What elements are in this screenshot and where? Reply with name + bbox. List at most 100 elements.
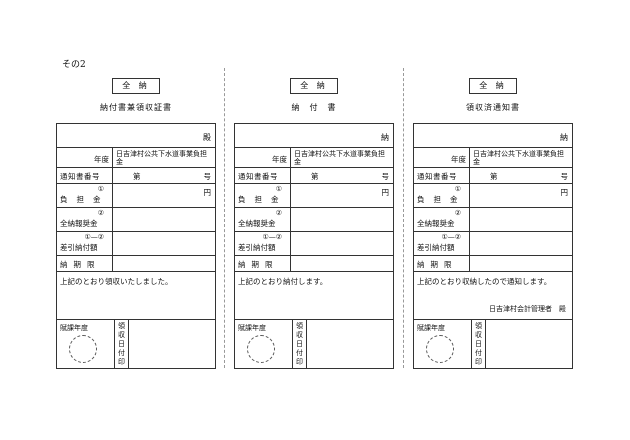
- year-row: 年度 日吉津村公共下水道事業負担金: [414, 148, 572, 168]
- year-row: 年度 日吉津村公共下水道事業負担金: [57, 148, 215, 168]
- receipt-stamp-area[interactable]: [307, 320, 393, 368]
- addressee-text: 殿: [203, 133, 211, 142]
- due-label: 納期限: [57, 256, 113, 271]
- due-field[interactable]: [113, 256, 215, 271]
- fiscal-year-cell: 賦課年度: [57, 320, 115, 368]
- message-text: 上記のとおり収納したので通知します。: [417, 277, 552, 286]
- message-row: 上記のとおり収納したので通知します。 日吉津村会計管理者 殿: [414, 272, 572, 320]
- incentive-mark: ②: [454, 209, 461, 217]
- fiscal-year-label: 賦課年度: [417, 324, 445, 332]
- fiscal-year-cell: 賦課年度: [235, 320, 293, 368]
- full-payment-badge: 全 納: [112, 78, 160, 94]
- cut-line-1: [224, 68, 225, 368]
- addressee-row[interactable]: 納: [414, 124, 572, 148]
- net-mark: ①—②: [84, 233, 104, 241]
- burden-mark: ①: [454, 185, 461, 193]
- burden-label: 負担金: [417, 195, 467, 204]
- panel-payment-slip: 全 納 納 付 書 納 年度 日吉津村公共下水道事業負担金 通知書番号 第号 ①…: [234, 78, 394, 369]
- incentive-row: ② 全納報奨金: [414, 208, 572, 232]
- bottom-row: 賦課年度 領収日付印: [235, 320, 393, 368]
- addressee-text: 納: [560, 133, 568, 142]
- stamp-circle-icon: [247, 335, 275, 363]
- incentive-label: 全納報奨金: [417, 219, 455, 228]
- number-field[interactable]: 第号: [470, 168, 572, 183]
- full-payment-badge: 全 納: [469, 78, 517, 94]
- year-label: 年度: [57, 148, 113, 167]
- fiscal-year-label: 賦課年度: [238, 324, 266, 332]
- net-field[interactable]: [470, 232, 572, 255]
- receipt-date-label: 領収日付印: [472, 320, 486, 368]
- net-label-cell: ①—② 差引納付額: [235, 232, 291, 255]
- number-field[interactable]: 第号: [113, 168, 215, 183]
- addressee-text: 納: [381, 133, 389, 142]
- incentive-mark: ②: [275, 209, 282, 217]
- number-field[interactable]: 第号: [291, 168, 393, 183]
- burden-field[interactable]: 円: [470, 184, 572, 207]
- burden-unit: 円: [203, 188, 212, 197]
- burden-unit: 円: [560, 188, 569, 197]
- incentive-mark: ②: [97, 209, 104, 217]
- message-text: 上記のとおり納付します。: [238, 277, 328, 286]
- page-label: その2: [62, 60, 86, 70]
- due-row: 納期限: [235, 256, 393, 272]
- bottom-row: 賦課年度 領収日付印: [414, 320, 572, 368]
- number-prefix: 第: [311, 172, 319, 181]
- net-label: 差引納付額: [238, 243, 276, 252]
- number-row: 通知書番号 第号: [235, 168, 393, 184]
- burden-unit: 円: [381, 188, 390, 197]
- burden-field[interactable]: 円: [291, 184, 393, 207]
- addressee-row[interactable]: 納: [235, 124, 393, 148]
- number-label: 通知書番号: [235, 168, 291, 183]
- number-label: 通知書番号: [414, 168, 470, 183]
- fiscal-year-label: 賦課年度: [60, 324, 88, 332]
- net-field[interactable]: [291, 232, 393, 255]
- form-title: 納付書兼領収証書: [100, 103, 172, 112]
- receipt-stamp-area[interactable]: [129, 320, 215, 368]
- incentive-field[interactable]: [291, 208, 393, 231]
- due-label: 納期限: [414, 256, 470, 271]
- year-label: 年度: [235, 148, 291, 167]
- burden-row: ① 負担金 円: [57, 184, 215, 208]
- incentive-field[interactable]: [113, 208, 215, 231]
- panel-receipt: 全 納 納付書兼領収証書 殿 年度 日吉津村公共下水道事業負担金 通知書番号 第…: [56, 78, 216, 369]
- net-label: 差引納付額: [417, 243, 455, 252]
- number-suffix: 号: [560, 172, 569, 181]
- due-field[interactable]: [291, 256, 393, 271]
- due-label: 納期限: [235, 256, 291, 271]
- receipt-stamp-area[interactable]: [486, 320, 572, 368]
- panel-receipt-notice: 全 納 領収済通知書 納 年度 日吉津村公共下水道事業負担金 通知書番号 第号 …: [413, 78, 573, 369]
- incentive-label-cell: ② 全納報奨金: [414, 208, 470, 231]
- incentive-field[interactable]: [470, 208, 572, 231]
- due-field[interactable]: [470, 256, 572, 271]
- bottom-row: 賦課年度 領収日付印: [57, 320, 215, 368]
- burden-mark: ①: [97, 185, 104, 193]
- burden-label-cell: ① 負担金: [414, 184, 470, 207]
- burden-label: 負担金: [60, 195, 110, 204]
- net-row: ①—② 差引納付額: [414, 232, 572, 256]
- number-label: 通知書番号: [57, 168, 113, 183]
- form-title: 納 付 書: [291, 103, 337, 112]
- year-value: 日吉津村公共下水道事業負担金: [116, 150, 207, 166]
- stamp-circle-icon: [426, 335, 454, 363]
- year-value: 日吉津村公共下水道事業負担金: [294, 150, 385, 166]
- burden-label-cell: ① 負担金: [57, 184, 113, 207]
- net-field[interactable]: [113, 232, 215, 255]
- receipt-date-label: 領収日付印: [115, 320, 129, 368]
- number-row: 通知書番号 第号: [414, 168, 572, 184]
- form-title: 領収済通知書: [466, 103, 520, 112]
- message-text: 上記のとおり領収いたしました。: [60, 277, 173, 286]
- year-label: 年度: [414, 148, 470, 167]
- number-row: 通知書番号 第号: [57, 168, 215, 184]
- addressee-row[interactable]: 殿: [57, 124, 215, 148]
- burden-label: 負担金: [238, 195, 288, 204]
- stamp-circle-icon: [69, 335, 97, 363]
- net-mark: ①—②: [262, 233, 282, 241]
- net-mark: ①—②: [441, 233, 461, 241]
- burden-row: ① 負担金 円: [414, 184, 572, 208]
- burden-field[interactable]: 円: [113, 184, 215, 207]
